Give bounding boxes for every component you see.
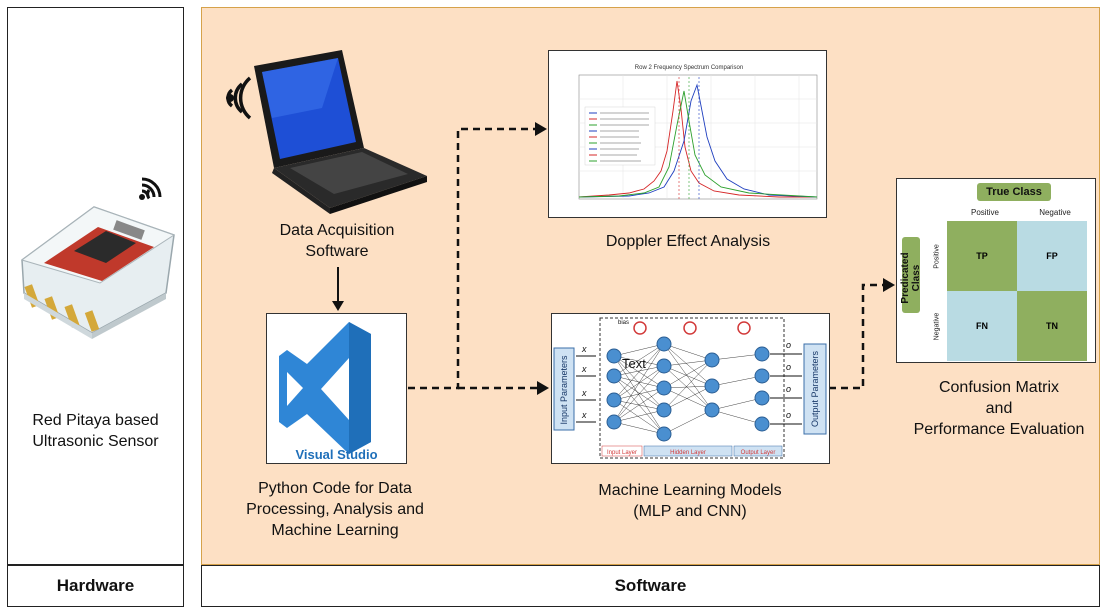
- visual-studio-box: Visual Studio: [266, 313, 407, 464]
- predicted-class-header: Predicated Class: [900, 237, 922, 313]
- wifi-icon: [139, 177, 162, 200]
- cm-caption-line3: Performance Evaluation: [913, 421, 1085, 438]
- input-layer-label: Input Layer: [607, 450, 637, 456]
- col-positive-label: Positive: [970, 208, 999, 217]
- python-caption: Python Code for Data Processing, Analysi…: [230, 478, 440, 541]
- svg-text:x: x: [581, 364, 587, 374]
- software-label: Software: [201, 565, 1100, 607]
- doppler-caption: Doppler Effect Analysis: [605, 233, 771, 250]
- device-caption-line2: Ultrasonic Sensor: [32, 433, 159, 450]
- doppler-plot-box: Row 2 Frequency Spectrum Comparison: [548, 50, 827, 218]
- python-caption-line1: Python Code for Data: [258, 480, 412, 497]
- predicted-class-label: Predicated Class: [900, 252, 922, 304]
- svg-text:x: x: [581, 410, 587, 420]
- output-parameters-label: Output Parameters: [810, 350, 820, 427]
- doppler-spectrum-plot: Row 2 Frequency Spectrum Comparison: [578, 65, 818, 200]
- svg-text:x: x: [581, 344, 587, 354]
- svg-text:o: o: [786, 362, 791, 372]
- device-caption-line1: Red Pitaya based: [32, 412, 159, 429]
- wifi-signal-icon: [226, 76, 252, 120]
- cell-tp: TP: [947, 221, 1017, 291]
- row-negative-label: Negative: [933, 312, 941, 341]
- overlay-text-label: Text: [622, 356, 646, 371]
- hidden-layer-label: Hidden Layer: [670, 450, 706, 456]
- bias-label: bias: [618, 320, 629, 326]
- svg-text:o: o: [786, 340, 791, 350]
- laptop-image: [226, 50, 427, 214]
- true-class-header: True Class: [977, 183, 1051, 201]
- row-positive-label: Positive: [933, 244, 941, 269]
- device-caption: Red Pitaya based Ultrasonic Sensor: [7, 410, 184, 452]
- python-caption-line2: Processing, Analysis and: [246, 501, 424, 518]
- visual-studio-label: Visual Studio: [295, 447, 378, 462]
- arrow-code-to-doppler: [408, 127, 537, 390]
- cm-caption-line2: and: [985, 400, 1013, 417]
- ml-caption: Machine Learning Models (MLP and CNN): [570, 480, 810, 522]
- ml-caption-line1: Machine Learning Models: [598, 482, 782, 499]
- red-pitaya-device-image: [20, 177, 176, 339]
- ml-caption-line2: (MLP and CNN): [633, 503, 747, 520]
- hardware-label: Hardware: [7, 565, 184, 607]
- cell-fn: FN: [947, 291, 1017, 361]
- output-layer-label: Output Layer: [741, 450, 776, 456]
- visual-studio-logo-icon: [279, 322, 371, 454]
- python-caption-line3: Machine Learning: [271, 522, 399, 539]
- col-negative-label: Negative: [1039, 208, 1071, 217]
- cell-fp: FP: [1017, 221, 1087, 291]
- arrow-ml-to-confusion: [829, 283, 883, 390]
- confusion-matrix-box: True Class Positive Negative Predicated …: [896, 178, 1096, 363]
- doppler-plot-title: Row 2 Frequency Spectrum Comparison: [635, 65, 743, 71]
- cm-caption: Confusion Matrix and Performance Evaluat…: [896, 377, 1102, 440]
- svg-text:o: o: [786, 384, 791, 394]
- cell-tn: TN: [1017, 291, 1087, 361]
- arrow-daq-to-code: [332, 267, 344, 311]
- svg-text:x: x: [581, 388, 587, 398]
- cm-caption-line1: Confusion Matrix: [938, 379, 1060, 396]
- svg-text:o: o: [786, 410, 791, 420]
- flow-arrows: [408, 122, 895, 395]
- daq-caption-line2: Software: [305, 243, 369, 260]
- daq-caption-line1: Data Acquisition: [279, 222, 395, 239]
- daq-caption: Data Acquisition Software: [262, 220, 412, 262]
- input-parameters-label: Input Parameters: [559, 355, 569, 425]
